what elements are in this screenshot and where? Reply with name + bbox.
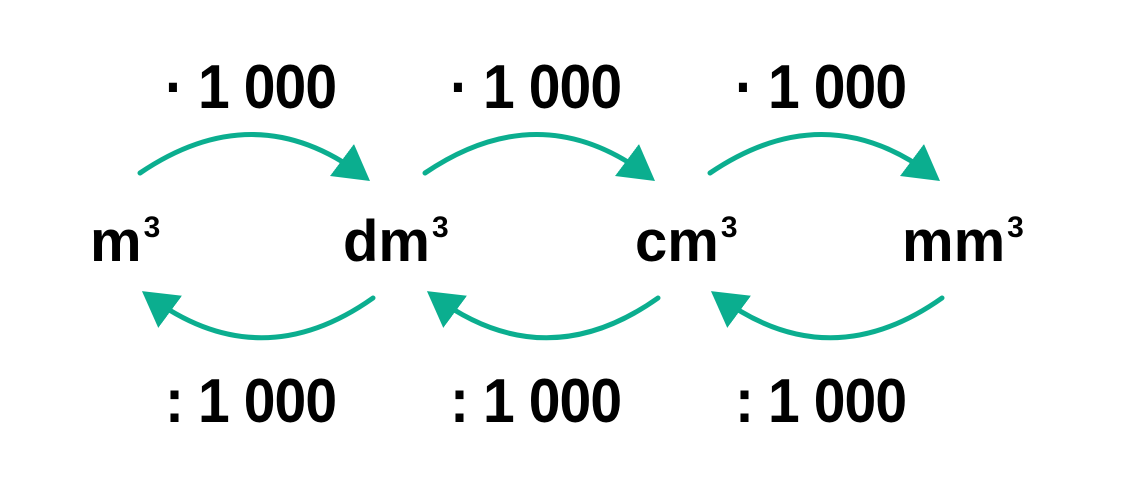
divide-arrow-2 (426, 291, 661, 341)
multiply-label-1: · 1 000 (165, 53, 337, 122)
divide-label-3: : 1 000 (735, 367, 907, 436)
multiply-arrow-1 (137, 132, 371, 181)
unit-mm3: mm3 (902, 209, 1024, 274)
divide-arrow-1 (141, 291, 376, 341)
divide-arrow-3 (710, 291, 945, 341)
multiply-label-2: · 1 000 (450, 53, 622, 122)
unit-m3: m3 (90, 209, 161, 274)
divide-label-2: : 1 000 (450, 367, 622, 436)
multiply-arrow-3 (707, 132, 941, 181)
unit-cm3: cm3 (635, 209, 738, 274)
divide-label-1: : 1 000 (165, 367, 337, 436)
multiply-label-3: · 1 000 (735, 53, 907, 122)
multiply-arrow-2 (422, 132, 656, 181)
unit-dm3: dm3 (343, 209, 449, 274)
